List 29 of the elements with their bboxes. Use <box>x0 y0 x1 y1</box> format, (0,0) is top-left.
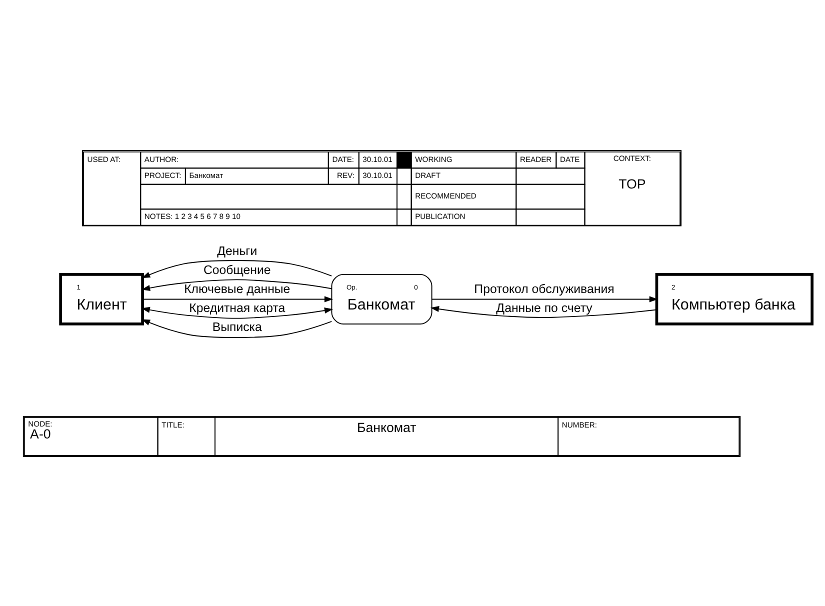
label: REV: <box>336 170 354 180</box>
label: A-0 <box>30 426 51 442</box>
label: 30.10.01 <box>362 154 392 164</box>
label: AUTHOR: <box>144 154 179 164</box>
label: Банкомат <box>189 170 224 180</box>
label: 30.10.01 <box>362 170 392 180</box>
label: Банкомат <box>356 419 416 434</box>
label: NODE: <box>28 418 52 428</box>
label: CONTEXT: <box>613 153 651 162</box>
edge-label: Ключевые данные <box>184 281 290 296</box>
label: DRAFT <box>415 170 440 180</box>
label: READER <box>520 154 552 164</box>
edge-label: Протокол обслуживания <box>474 281 614 296</box>
label: DATE: <box>332 154 354 164</box>
label: PROJECT: <box>144 170 182 180</box>
edge-label: Кредитная карта <box>189 300 286 314</box>
label: WORKING <box>415 154 452 164</box>
label: DATE <box>560 154 580 164</box>
label: NUMBER: <box>562 420 597 429</box>
edge-label: Выписка <box>212 320 262 334</box>
label: TOP <box>618 176 646 191</box>
edge-label: Данные по счету <box>496 300 592 314</box>
edge-label: Сообщение <box>203 262 271 276</box>
label: TITLE: <box>162 420 184 429</box>
label: NOTES: 1 2 3 4 5 6 7 8 9 10 <box>144 212 240 221</box>
label: PUBLICATION <box>415 212 466 221</box>
label: RECOMMENDED <box>415 191 476 200</box>
edge-label: Деньги <box>217 243 258 258</box>
label: USED AT: <box>87 154 121 164</box>
